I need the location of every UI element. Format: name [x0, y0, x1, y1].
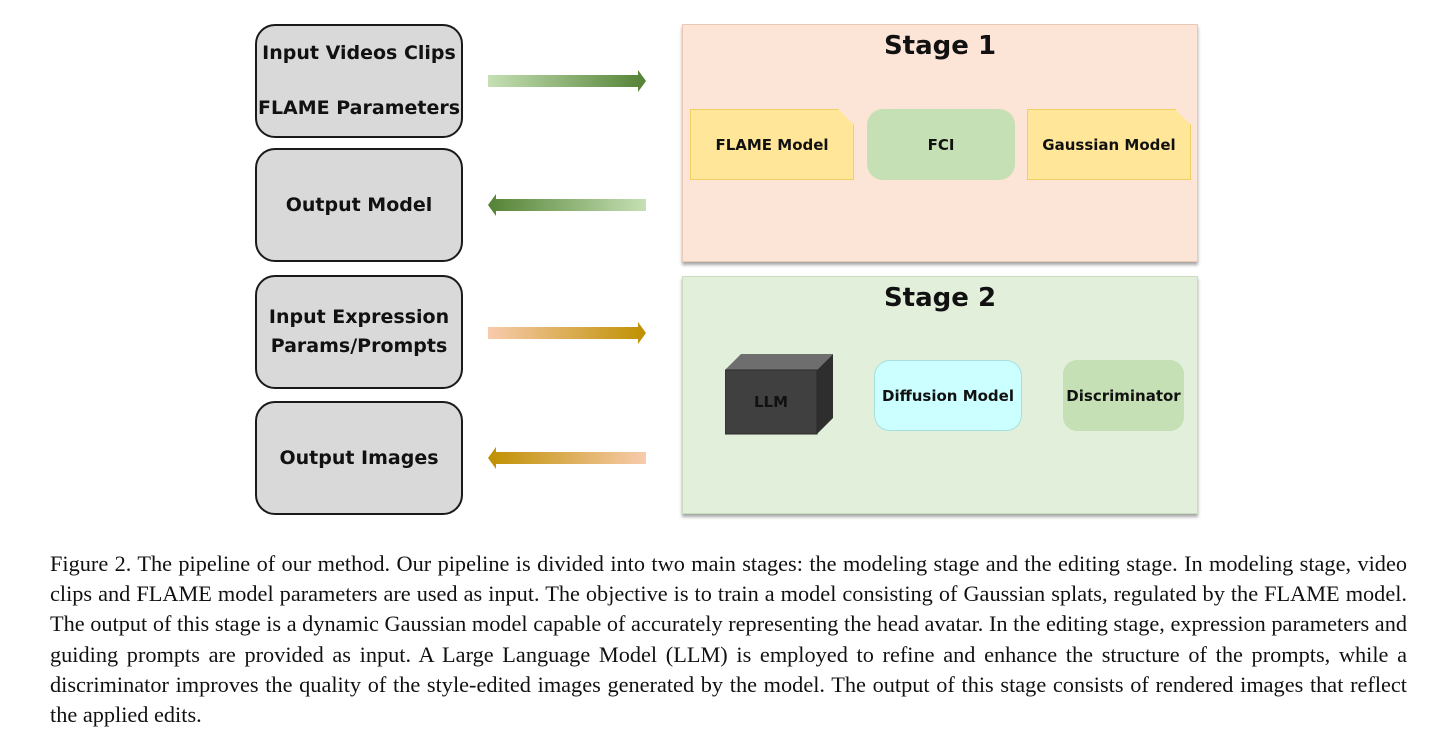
input-expression-label: Input Expression: [268, 306, 450, 328]
output-images-box: Output Images: [255, 401, 463, 515]
discriminator-module: Discriminator: [1063, 360, 1184, 431]
gaussian-model-module: Gaussian Model: [1027, 109, 1191, 180]
diffusion-model-module: Diffusion Model: [874, 360, 1022, 431]
stage2-panel: Stage 2 LLM Diffusion Model Discriminato…: [682, 276, 1198, 514]
params-prompts-label: Params/Prompts: [270, 335, 448, 357]
stage1-title: Stage 1: [883, 31, 997, 61]
arrow-from-stage1: [488, 194, 646, 216]
figure-caption: Figure 2. The pipeline of our method. Ou…: [50, 551, 1407, 728]
input-expression-box: Input Expression Params/Prompts: [255, 275, 463, 389]
diffusion-model-label: Diffusion Model: [882, 386, 1014, 405]
arrow-from-stage2: [488, 447, 646, 469]
discriminator-label: Discriminator: [1066, 386, 1181, 405]
arrow-to-stage2: [488, 322, 646, 344]
input-videos-box: Input Videos Clips FLAME Parameters: [255, 24, 463, 138]
flame-parameters-label: FLAME Parameters: [257, 97, 461, 119]
gaussian-model-label: Gaussian Model: [1042, 135, 1176, 154]
llm-label: LLM: [753, 393, 789, 411]
stage2-title: Stage 2: [883, 283, 997, 313]
fci-label: FCI: [927, 135, 955, 154]
output-model-box: Output Model: [255, 148, 463, 262]
llm-label-wrap: LLM: [725, 370, 817, 434]
flame-model-module: FLAME Model: [690, 109, 854, 180]
input-videos-label: Input Videos Clips: [262, 42, 456, 64]
output-model-label: Output Model: [285, 193, 433, 216]
flame-model-label: FLAME Model: [715, 135, 829, 154]
output-images-label: Output Images: [279, 446, 439, 469]
stage1-panel: Stage 1 FLAME Model FCI Gaussian Model: [682, 24, 1198, 262]
arrow-to-stage1: [488, 70, 646, 92]
llm-cube: [725, 354, 833, 435]
fci-module: FCI: [867, 109, 1015, 180]
